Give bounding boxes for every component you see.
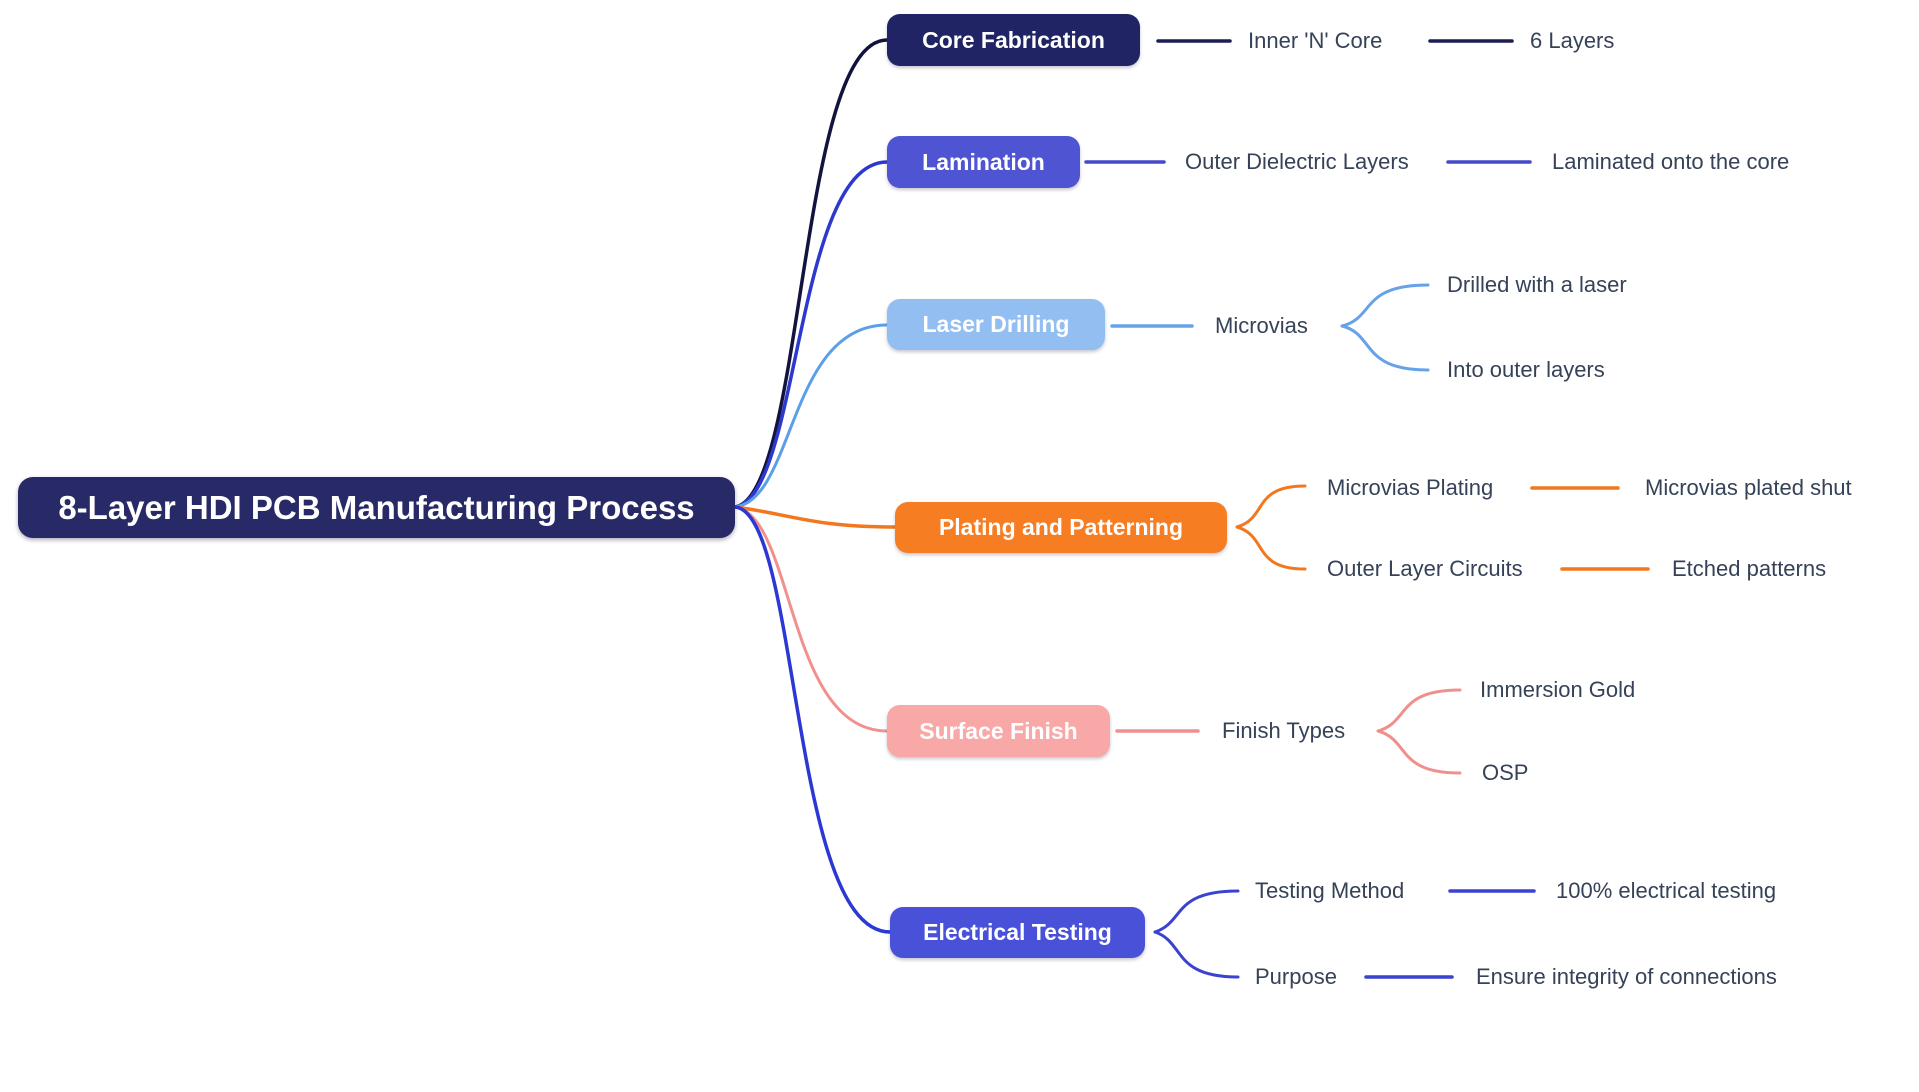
label-microvias-plated-shut[interactable]: Microvias plated shut [1645, 474, 1852, 500]
label-100-electrical-testing[interactable]: 100% electrical testing [1556, 877, 1777, 903]
label-outer-layer-circuits[interactable]: Outer Layer Circuits [1327, 555, 1523, 581]
fork-finish-top [1376, 688, 1462, 733]
branch-node-lamination[interactable]: Lamination [887, 136, 1080, 188]
label-inner-n-core[interactable]: Inner 'N' Core [1248, 27, 1383, 53]
fork-plating-bottom [1235, 525, 1307, 571]
label-etched-patterns[interactable]: Etched patterns [1672, 555, 1827, 581]
branch-node-core-fabrication[interactable]: Core Fabrication [887, 14, 1140, 66]
link-root-lamination [733, 160, 889, 509]
root-node[interactable]: 8-Layer HDI PCB Manufacturing Process [18, 477, 735, 538]
label-6-layers[interactable]: 6 Layers [1530, 27, 1615, 53]
link-root-laser [733, 323, 889, 509]
branch-node-laser-drilling[interactable]: Laser Drilling [887, 299, 1105, 350]
label-outer-dielectric-layers[interactable]: Outer Dielectric Layers [1185, 148, 1409, 174]
label-into-outer-layers[interactable]: Into outer layers [1447, 356, 1605, 382]
fork-microvias-bottom [1340, 324, 1430, 372]
link-root-core [733, 38, 889, 509]
label-osp[interactable]: OSP [1482, 759, 1529, 785]
label-drilled-with-laser[interactable]: Drilled with a laser [1447, 271, 1627, 297]
label-laminated-onto-core[interactable]: Laminated onto the core [1552, 148, 1790, 174]
label-purpose[interactable]: Purpose [1255, 963, 1337, 989]
fork-electrical-bottom [1153, 930, 1240, 979]
fork-microvias-top [1340, 283, 1430, 328]
branch-node-surface-finish[interactable]: Surface Finish [887, 705, 1110, 757]
fork-finish-bottom [1376, 729, 1462, 775]
branch-node-plating-patterning[interactable]: Plating and Patterning [895, 502, 1227, 553]
label-testing-method[interactable]: Testing Method [1255, 877, 1405, 903]
branch-node-electrical-testing[interactable]: Electrical Testing [890, 907, 1145, 958]
fork-plating-top [1235, 484, 1307, 529]
link-root-electrical [733, 505, 892, 934]
label-finish-types[interactable]: Finish Types [1222, 717, 1346, 743]
link-root-surface [733, 505, 889, 733]
label-ensure-integrity[interactable]: Ensure integrity of connections [1476, 963, 1777, 989]
fork-electrical-top [1153, 889, 1240, 934]
label-immersion-gold[interactable]: Immersion Gold [1480, 676, 1636, 702]
link-root-plating [733, 505, 897, 529]
label-microvias[interactable]: Microvias [1215, 312, 1308, 338]
label-microvias-plating[interactable]: Microvias Plating [1327, 474, 1494, 500]
